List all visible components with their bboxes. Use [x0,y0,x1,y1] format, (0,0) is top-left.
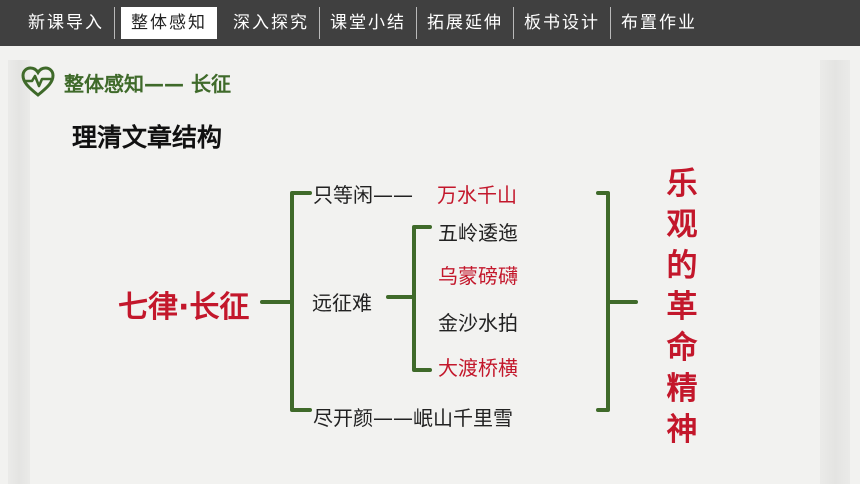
heart-pulse-icon [21,66,55,97]
bamboo-decoration-left [8,60,30,484]
tab-intro[interactable]: 新课导入 [28,7,115,39]
middle-item: 五岭逶迤 [438,221,518,245]
branch-middle-label: 远征难 [312,291,372,315]
middle-item: 乌蒙磅礴 [438,264,518,288]
sub-heading: 理清文章结构 [72,123,223,152]
section-title: 整体感知—— 长征 [64,71,231,96]
branch-top-right: 万水千山 [437,183,517,207]
outer-left-bracket [290,191,312,412]
tab-overview[interactable]: 整体感知 [121,7,217,39]
tab-board-design[interactable]: 板书设计 [514,7,611,39]
bamboo-decoration-right [820,60,850,484]
tab-summary[interactable]: 课堂小结 [320,7,417,39]
branch-top-left: 只等闲—— [313,183,413,207]
tab-homework[interactable]: 布置作业 [621,13,697,33]
inner-left-bracket [412,225,432,372]
section-header: 整体感知—— 长征 [20,62,231,102]
middle-item: 大渡桥横 [438,356,518,380]
tab-extension[interactable]: 拓展延伸 [417,7,514,39]
tab-deep-study[interactable]: 深入探究 [223,7,320,39]
branch-bottom: 尽开颜——岷山千里雪 [313,406,513,430]
nav-bar: 新课导入 整体感知 深入探究 课堂小结 拓展延伸 板书设计 布置作业 [0,0,860,46]
poem-title: 七律·长征 [118,290,250,325]
conclusion-text: 乐观的革命精神 [666,166,698,448]
middle-item: 金沙水拍 [438,311,518,335]
